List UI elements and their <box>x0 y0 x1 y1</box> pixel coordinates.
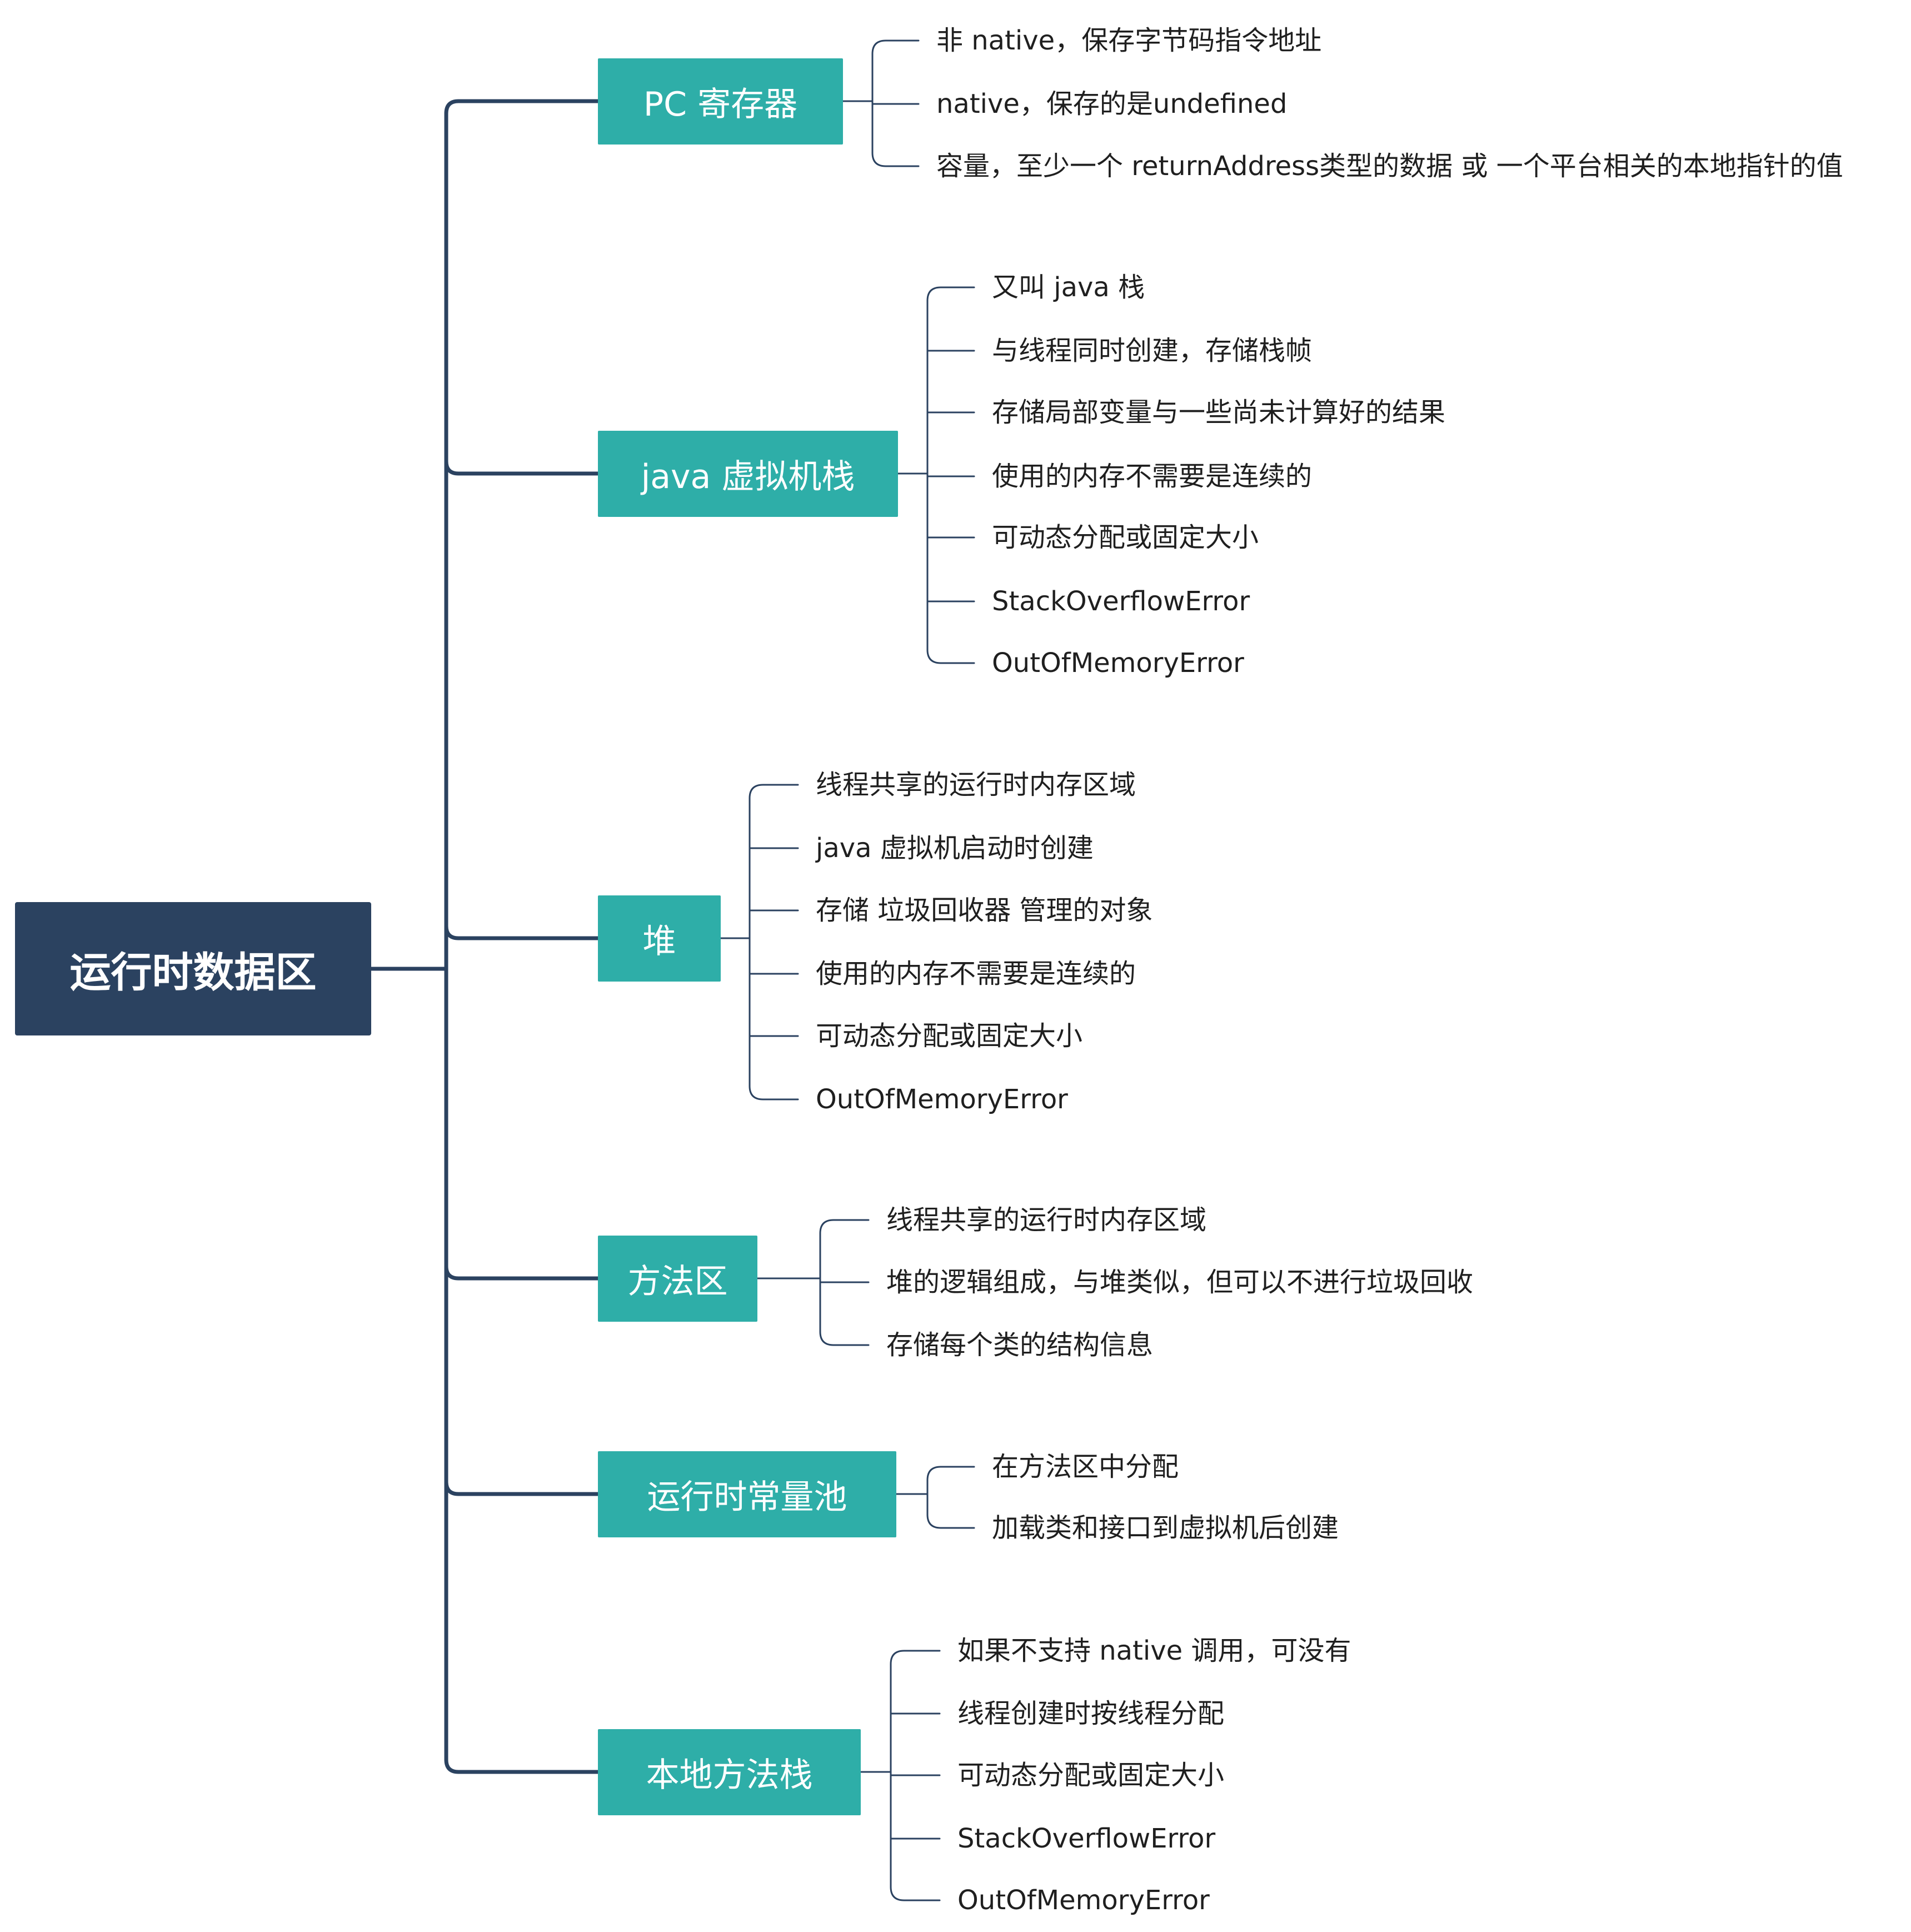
leaf-connector <box>926 1466 975 1481</box>
leaf-text[interactable]: 与线程同时创建，存储栈帧 <box>992 335 1313 366</box>
branch-node[interactable]: PC 寄存器 <box>598 58 843 145</box>
leaf-connector <box>871 152 920 167</box>
leaf-connector <box>819 1331 870 1346</box>
branch-node[interactable]: 堆 <box>598 895 721 982</box>
leaf-connector <box>926 286 975 302</box>
leaf-connector <box>819 1219 870 1234</box>
leaf-text[interactable]: StackOverflowError <box>957 1823 1216 1854</box>
leaf-connector <box>871 39 920 55</box>
leaf-text[interactable]: 使用的内存不需要是连续的 <box>992 461 1313 492</box>
leaf-text[interactable]: 如果不支持 native 调用，可没有 <box>957 1635 1351 1666</box>
leaf-text[interactable]: OutOfMemoryError <box>816 1084 1068 1115</box>
branch-connector <box>444 1757 600 1774</box>
leaf-connector <box>926 649 975 664</box>
leaf-text[interactable]: 线程共享的运行时内存区域 <box>816 769 1136 800</box>
branch-connector <box>444 459 600 476</box>
branch-node[interactable]: 运行时常量池 <box>598 1451 896 1537</box>
leaf-text[interactable]: 又叫 java 栈 <box>992 272 1145 303</box>
leaf-connector <box>926 1513 975 1529</box>
branch-node[interactable]: java 虚拟机栈 <box>598 430 898 517</box>
leaf-text[interactable]: StackOverflowError <box>992 586 1250 617</box>
leaf-text[interactable]: 存储 垃圾回收器 管理的对象 <box>816 895 1153 926</box>
leaf-text[interactable]: native，保存的是undefined <box>936 88 1288 119</box>
branch-node[interactable]: 本地方法栈 <box>598 1729 861 1815</box>
leaf-text[interactable]: 线程创建时按线程分配 <box>957 1698 1225 1729</box>
branch-connector <box>444 1264 600 1281</box>
branch-connector <box>444 1480 600 1496</box>
leaf-text[interactable]: 堆的逻辑组成，与堆类似，但可以不进行垃圾回收 <box>886 1267 1474 1298</box>
leaf-text[interactable]: 加载类和接口到虚拟机后创建 <box>992 1512 1339 1543</box>
leaf-text[interactable]: java 虚拟机启动时创建 <box>816 833 1094 864</box>
leaf-text[interactable]: 存储局部变量与一些尚未计算好的结果 <box>992 397 1446 428</box>
leaf-connector <box>749 1085 799 1101</box>
leaf-text[interactable]: 线程共享的运行时内存区域 <box>886 1204 1207 1236</box>
leaf-connector <box>749 784 799 799</box>
leaf-text[interactable]: 可动态分配或固定大小 <box>992 522 1259 553</box>
branch-connector <box>444 99 600 116</box>
leaf-connector <box>890 1886 941 1901</box>
leaf-text[interactable]: OutOfMemoryError <box>992 648 1244 679</box>
leaf-text[interactable]: 容量，至少一个 returnAddress类型的数据 或 一个平台相关的本地指针… <box>936 151 1843 182</box>
leaf-text[interactable]: 存储每个类的结构信息 <box>886 1330 1154 1361</box>
leaf-text[interactable]: 可动态分配或固定大小 <box>816 1020 1083 1052</box>
leaf-connector <box>890 1650 941 1665</box>
branch-connector <box>444 924 600 940</box>
root-node[interactable]: 运行时数据区 <box>15 902 371 1035</box>
leaf-text[interactable]: 在方法区中分配 <box>992 1451 1179 1482</box>
leaf-text[interactable]: 非 native，保存字节码指令地址 <box>936 25 1322 56</box>
leaf-text[interactable]: 使用的内存不需要是连续的 <box>816 958 1136 989</box>
branch-node[interactable]: 方法区 <box>598 1235 757 1322</box>
leaf-text[interactable]: 可动态分配或固定大小 <box>957 1760 1225 1791</box>
leaf-text[interactable]: OutOfMemoryError <box>957 1885 1210 1916</box>
